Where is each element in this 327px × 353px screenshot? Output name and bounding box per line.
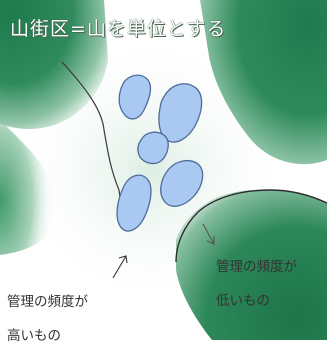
pond-5 <box>116 174 152 232</box>
pond-group <box>116 74 204 232</box>
label-low-frequency: 管理の頻度が 低いもの <box>216 250 297 318</box>
mountain-block-diagram <box>0 0 327 340</box>
forest-top-right <box>200 0 327 165</box>
label-high-frequency: 管理の頻度が 高いもの <box>7 285 88 353</box>
label-high-line-1: 管理の頻度が <box>7 294 88 310</box>
diagram-title: 山街区=山を単位とする <box>10 18 227 40</box>
pond-3 <box>137 131 169 165</box>
pond-1 <box>118 74 152 120</box>
forest-top-left <box>0 0 108 129</box>
pond-2 <box>158 83 203 143</box>
arrow-high-frequency <box>112 255 128 279</box>
label-low-line-2: 低いもの <box>216 293 270 309</box>
forest-bottom-right-edge <box>175 189 327 263</box>
label-low-line-1: 管理の頻度が <box>216 259 297 275</box>
pond-4 <box>160 159 204 207</box>
forest-bottom-right <box>176 189 327 340</box>
forest-bottom-left <box>0 120 61 255</box>
arrow-low-frequency <box>202 223 215 245</box>
label-high-line-2: 高いもの <box>7 328 61 344</box>
